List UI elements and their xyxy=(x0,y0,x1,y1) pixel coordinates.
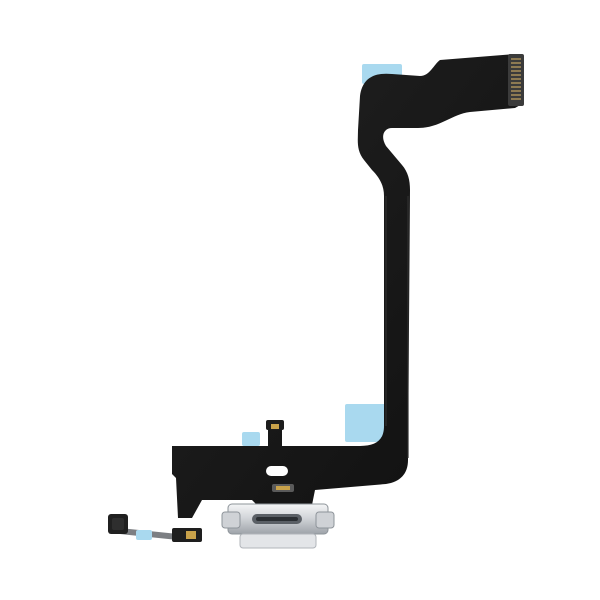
flex-ribbon-highlight xyxy=(385,196,409,458)
top-connector-pins xyxy=(511,58,521,100)
middle-stiffener-pad xyxy=(345,404,389,442)
mounting-slot xyxy=(266,466,288,476)
microphone-module-face xyxy=(112,518,124,530)
flex-ribbon xyxy=(172,54,522,518)
antenna-contact xyxy=(271,424,279,429)
small-stiffener-pad xyxy=(242,432,260,446)
microphone-flex-stiffener xyxy=(136,530,152,540)
port-chip-contact xyxy=(276,486,290,490)
charging-port xyxy=(221,503,335,549)
microphone-contact-gold xyxy=(186,531,196,539)
